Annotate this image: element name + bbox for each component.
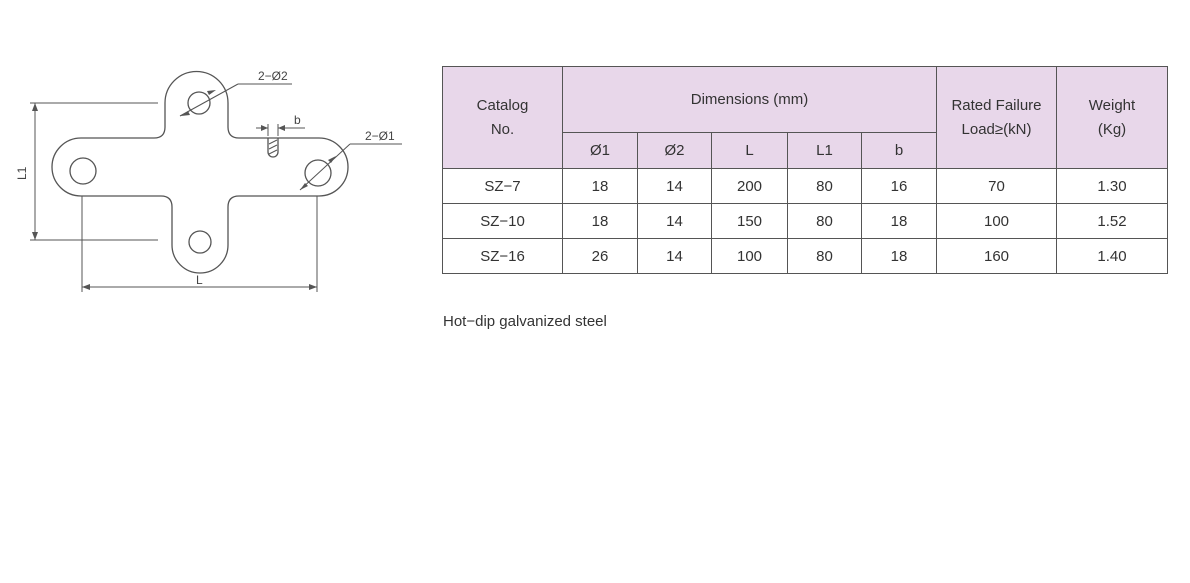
table-header-row: Catalog No. Dimensions (mm) Rated Failur… <box>442 66 1168 169</box>
cell-weight: 1.52 <box>1056 203 1168 239</box>
cell-catalog: SZ−16 <box>442 238 563 274</box>
cell-l1: 80 <box>787 238 862 274</box>
cell-d1: 18 <box>562 168 638 204</box>
label-b: b <box>294 113 301 127</box>
cell-d1: 18 <box>562 203 638 239</box>
hole-left <box>69 157 97 185</box>
cell-d2: 14 <box>637 168 712 204</box>
cell-l: 200 <box>711 168 788 204</box>
hole-top <box>187 91 211 115</box>
header-load: Rated Failure Load≥(kN) <box>936 66 1057 169</box>
cell-weight: 1.30 <box>1056 168 1168 204</box>
cell-b: 18 <box>861 238 937 274</box>
cell-l1: 80 <box>787 203 862 239</box>
cell-load: 100 <box>936 203 1057 239</box>
cell-l1: 80 <box>787 168 862 204</box>
hole-bottom <box>188 230 212 254</box>
subheader-d1: Ø1 <box>562 132 638 169</box>
yoke-plate-drawing: 2−Ø2 2−Ø1 b L1 L <box>15 69 402 292</box>
cell-b: 18 <box>861 203 937 239</box>
label-l1: L1 <box>15 166 29 180</box>
subheader-l: L <box>711 132 788 169</box>
label-hole2: 2−Ø2 <box>258 69 288 83</box>
cell-load: 160 <box>936 238 1057 274</box>
table-row: SZ−7 18 14 200 80 16 70 1.30 <box>442 168 1168 204</box>
cell-l: 150 <box>711 203 788 239</box>
label-l: L <box>196 273 203 287</box>
cell-b: 16 <box>861 168 937 204</box>
cell-d2: 14 <box>637 238 712 274</box>
slot <box>267 138 279 158</box>
cell-d2: 14 <box>637 203 712 239</box>
cell-load: 70 <box>936 168 1057 204</box>
subheader-b: b <box>861 132 937 169</box>
cell-catalog: SZ−10 <box>442 203 563 239</box>
label-hole1: 2−Ø1 <box>365 129 395 143</box>
table-subheader-row: Ø1 Ø2 L L1 b <box>443 132 1168 169</box>
cell-l: 100 <box>711 238 788 274</box>
plate-outline <box>51 70 349 274</box>
material-note: Hot−dip galvanized steel <box>443 313 607 330</box>
hole-right <box>304 159 332 187</box>
table-row: SZ−16 26 14 100 80 18 160 1.40 <box>442 238 1168 274</box>
subheader-l1: L1 <box>787 132 862 169</box>
cell-weight: 1.40 <box>1056 238 1168 274</box>
cell-d1: 26 <box>562 238 638 274</box>
table-row: SZ−10 18 14 150 80 18 100 1.52 <box>442 203 1168 239</box>
spec-table: Catalog No. Dimensions (mm) Rated Failur… <box>442 66 1168 274</box>
header-catalog: Catalog No. <box>442 66 563 169</box>
subheader-d2: Ø2 <box>637 132 712 169</box>
cell-catalog: SZ−7 <box>442 168 563 204</box>
header-dimensions: Dimensions (mm) <box>562 66 937 133</box>
header-weight: Weight (Kg) <box>1056 66 1168 169</box>
